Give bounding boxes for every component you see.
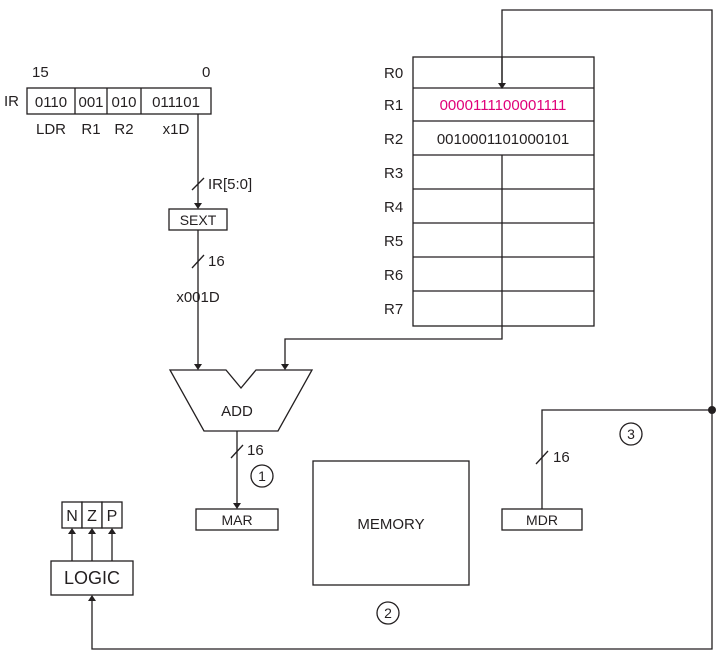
- step-2-marker: [376, 601, 400, 625]
- adder-bus-width: 16: [247, 442, 264, 459]
- register-file: [412, 56, 595, 327]
- ir-dr-field: 001: [78, 94, 103, 111]
- cc-z-label: Z: [87, 508, 97, 525]
- register-name-r7: R7: [384, 301, 403, 318]
- cc-n-label: N: [66, 508, 78, 525]
- memory-label: MEMORY: [357, 516, 424, 533]
- adder-block: [168, 369, 314, 432]
- step-3-marker: [619, 422, 643, 446]
- register-name-r0: R0: [384, 65, 403, 82]
- register-name-r5: R5: [384, 233, 403, 250]
- cc-p-label: P: [107, 508, 118, 525]
- mar-box: [195, 508, 279, 531]
- ir-bit-0-label: 0: [202, 64, 210, 81]
- ir-opcode-name: LDR: [36, 121, 66, 138]
- memory-box: [312, 460, 470, 586]
- ir-slice-label: IR[5:0]: [208, 176, 252, 193]
- step-2-label: 2: [384, 605, 392, 621]
- ir-baser-field: 010: [111, 94, 136, 111]
- logic-label: LOGIC: [64, 568, 120, 588]
- ir-baser-name: R2: [114, 121, 133, 138]
- ir-opcode-field: 0110: [35, 94, 67, 111]
- ir-register-box: [26, 87, 212, 115]
- register-name-r6: R6: [384, 267, 403, 284]
- mdr-label: MDR: [526, 512, 558, 528]
- sext-label: SEXT: [180, 212, 217, 228]
- ir-offset-field: 011101: [152, 94, 200, 111]
- register-value-r1: 0000111100001111: [440, 97, 567, 114]
- register-name-r4: R4: [384, 199, 403, 216]
- sext-output-value: x001D: [176, 289, 220, 306]
- ir-bit-15-label: 15: [32, 64, 49, 81]
- mdr-box: [501, 508, 583, 531]
- sext-bus-width: 16: [208, 253, 225, 270]
- step-3-label: 3: [627, 426, 635, 442]
- register-value-r2: 0010001101000101: [437, 131, 569, 148]
- step-1-marker: [250, 464, 274, 488]
- register-name-r3: R3: [384, 165, 403, 182]
- register-name-r1: R1: [384, 97, 403, 114]
- ir-label: IR: [4, 93, 19, 110]
- ir-offset-name: x1D: [163, 121, 190, 138]
- mar-label: MAR: [221, 512, 252, 528]
- adder-label: ADD: [221, 403, 253, 420]
- ir-dr-name: R1: [81, 121, 100, 138]
- mdr-bus-width: 16: [553, 449, 570, 466]
- step-1-label: 1: [258, 468, 266, 484]
- logic-box: [50, 560, 134, 596]
- register-name-r2: R2: [384, 131, 403, 148]
